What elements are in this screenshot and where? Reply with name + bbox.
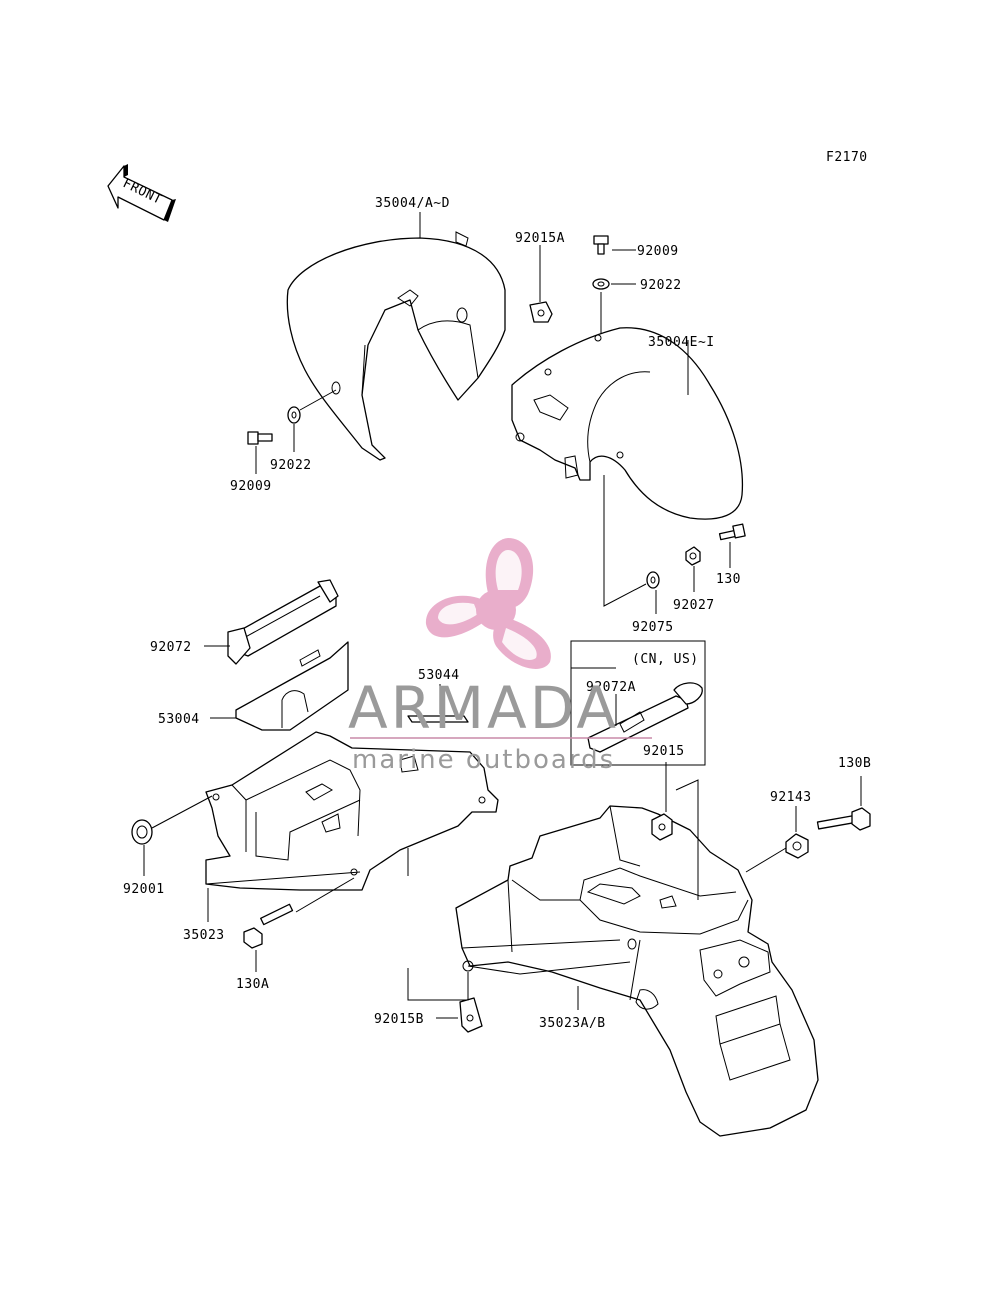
bolt-icon	[816, 807, 871, 831]
washer-icon	[646, 571, 660, 589]
part-label-92022-left: 92022	[270, 458, 312, 473]
bolt-icon	[247, 431, 273, 445]
region-box	[570, 640, 706, 766]
part-label-92022-top: 92022	[640, 278, 682, 293]
battery-strap	[227, 579, 339, 665]
leader-92015b-fender	[407, 968, 469, 1001]
rubber-pad	[407, 715, 469, 723]
leader-92075-fender	[603, 475, 647, 607]
clip-nut-icon	[459, 997, 483, 1033]
figure-code: F2170	[826, 150, 868, 165]
battery-case-cover	[235, 641, 349, 731]
watermark-tagline: marine outboards	[352, 745, 615, 775]
battery-case-35023	[205, 731, 499, 891]
part-label-92072: 92072	[150, 640, 192, 655]
part-label-92027: 92027	[673, 598, 715, 613]
part-label-92015a: 92015A	[515, 231, 565, 246]
nut-icon	[685, 546, 701, 566]
watermark-logo-icon	[425, 538, 551, 669]
part-label-92015: 92015	[643, 744, 685, 759]
bolt-icon	[593, 235, 609, 255]
bolt-icon	[131, 819, 153, 845]
part-label-92009-top: 92009	[637, 244, 679, 259]
part-label-130a: 130A	[236, 977, 269, 992]
part-label-92001: 92001	[123, 882, 165, 897]
part-label-92143: 92143	[770, 790, 812, 805]
part-label-92009-left: 92009	[230, 479, 272, 494]
part-label-53044: 53044	[418, 668, 460, 683]
leader-130a-case	[295, 877, 355, 913]
watermark-brand: ARMADA	[348, 674, 619, 742]
bolt-icon	[718, 523, 746, 541]
part-label-92072a: 92072A	[586, 680, 636, 695]
washer-icon	[592, 278, 610, 290]
leader-92143-fender	[745, 847, 787, 873]
part-label-35004e-i: 35004E~I	[648, 335, 715, 350]
front-arrow-icon: FRONT	[107, 164, 176, 222]
leader-92001-case	[151, 795, 213, 829]
part-label-53004: 53004	[158, 712, 200, 727]
part-label-130: 130	[716, 572, 741, 587]
part-label-92015b: 92015B	[374, 1012, 424, 1027]
washer-icon	[287, 406, 301, 424]
leader-92015-fender	[675, 779, 699, 900]
leader-washer-left	[299, 389, 337, 411]
region-note: (CN, US)	[632, 652, 699, 667]
clip-nut-icon	[529, 301, 553, 323]
part-label-35023: 35023	[183, 928, 225, 943]
bolt-icon	[243, 903, 294, 949]
collar-icon	[785, 833, 809, 859]
part-label-35004-a-d: 35004/A~D	[375, 196, 450, 211]
clip-nut-icon	[651, 813, 673, 841]
part-label-130b: 130B	[838, 756, 871, 771]
part-label-92075: 92075	[632, 620, 674, 635]
front-fender-right	[511, 327, 744, 520]
part-label-35023a-b: 35023A/B	[539, 1016, 606, 1031]
front-fender-left	[286, 231, 506, 461]
rear-fender	[455, 805, 819, 1137]
